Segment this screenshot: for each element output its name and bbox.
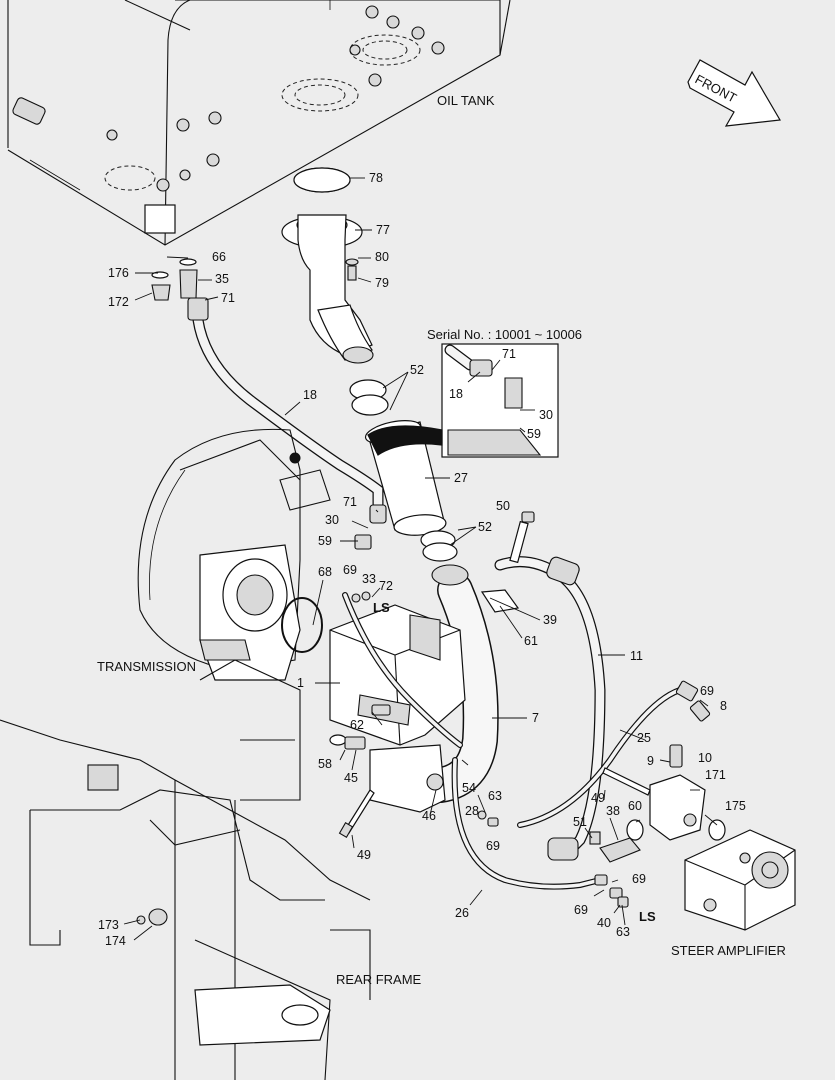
ls-label-upper: LS [373, 600, 390, 615]
fittings-28-63 [477, 810, 499, 827]
hose-11 [494, 556, 606, 861]
callout-54: 54 [462, 781, 476, 795]
callout-30: 30 [325, 513, 339, 527]
bolt-49-right [602, 767, 651, 796]
callout-68: 68 [318, 565, 332, 579]
inset-callout-59: 59 [527, 427, 541, 441]
callout-52a: 52 [410, 363, 424, 377]
oring-68 [281, 597, 323, 653]
callout-71a: 71 [221, 291, 235, 305]
callout-69e: 69 [574, 903, 588, 917]
callout-172: 172 [108, 295, 129, 309]
callout-78: 78 [369, 171, 383, 185]
callout-35: 35 [215, 272, 229, 286]
fitting-8 [689, 700, 711, 722]
bolt-45-washer-58 [329, 734, 366, 750]
callout-69a: 69 [343, 563, 357, 577]
callout-1: 1 [297, 676, 304, 690]
callout-25: 25 [637, 731, 651, 745]
bolt-79-80 [345, 258, 359, 281]
fitting-10 [669, 744, 683, 768]
callout-7: 7 [532, 711, 539, 725]
callout-50: 50 [496, 499, 510, 513]
serial-inset-box: Serial No. : 10001 ~ 10006 [367, 327, 582, 458]
front-arrow-icon: FRONT [687, 59, 781, 127]
bolt-49 [338, 789, 375, 838]
steer-amplifier-label: STEER AMPLIFIER [671, 943, 786, 958]
callout-numbers: 78 77 80 79 66 176 35 172 71 18 52 71 18… [98, 171, 746, 948]
callout-171: 171 [705, 768, 726, 782]
callout-69b: 69 [700, 684, 714, 698]
valve-171 [649, 774, 726, 841]
transmission [137, 428, 331, 681]
transmission-label: TRANSMISSION [97, 659, 196, 674]
callout-8: 8 [720, 699, 727, 713]
callout-175: 175 [725, 799, 746, 813]
callout-18: 18 [303, 388, 317, 402]
tank-fittings [151, 258, 198, 301]
callout-45: 45 [344, 771, 358, 785]
callout-10: 10 [698, 751, 712, 765]
callout-28: 28 [465, 804, 479, 818]
callout-46: 46 [422, 809, 436, 823]
fittings-38-60-51 [589, 819, 644, 863]
callout-60: 60 [628, 799, 642, 813]
callout-38: 38 [606, 804, 620, 818]
ls-label-lower: LS [639, 909, 656, 924]
callout-62: 62 [350, 718, 364, 732]
oil-tank [7, 0, 511, 246]
callout-9: 9 [647, 754, 654, 768]
inset-callout-18: 18 [449, 387, 463, 401]
callout-58: 58 [318, 757, 332, 771]
clip-39 [480, 589, 520, 613]
callout-51: 51 [573, 815, 587, 829]
callout-59: 59 [318, 534, 332, 548]
elbow-fitting-30 [354, 534, 372, 550]
rear-frame [0, 659, 371, 1080]
oil-tank-label: OIL TANK [437, 93, 495, 108]
callout-176: 176 [108, 266, 129, 280]
inset-callout-71: 71 [502, 347, 516, 361]
callout-63a: 63 [488, 789, 502, 803]
steer-amplifier [684, 829, 796, 931]
callout-49b: 49 [357, 848, 371, 862]
callout-49a: 49 [591, 791, 605, 805]
callout-79: 79 [375, 276, 389, 290]
leader-lines [123, 177, 718, 941]
lid-ring-78 [293, 167, 351, 193]
bolt-50 [509, 511, 535, 564]
callout-52b: 52 [478, 520, 492, 534]
callout-71b: 71 [343, 495, 357, 509]
callout-69c: 69 [486, 839, 500, 853]
callout-80: 80 [375, 250, 389, 264]
hose-26 [451, 757, 603, 890]
callout-173: 173 [98, 918, 119, 932]
callout-40: 40 [597, 916, 611, 930]
callout-33: 33 [362, 572, 376, 586]
ls-hose-upper [342, 592, 463, 748]
callout-69d: 69 [632, 872, 646, 886]
rear-frame-label: REAR FRAME [336, 972, 422, 987]
callout-11: 11 [630, 649, 643, 663]
fittings-33-72 [351, 591, 371, 603]
callout-39: 39 [543, 613, 557, 627]
callout-72: 72 [379, 579, 393, 593]
serial-number-label: Serial No. : 10001 ~ 10006 [427, 327, 582, 342]
clip-173-174 [136, 908, 168, 926]
callout-26: 26 [455, 906, 469, 920]
callout-27: 27 [454, 471, 468, 485]
inset-callout-30: 30 [539, 408, 553, 422]
callout-61: 61 [524, 634, 538, 648]
hose-18 [187, 297, 387, 524]
hose-25 [517, 680, 699, 828]
callout-77: 77 [376, 223, 390, 237]
ls-fittings-lower [594, 874, 629, 908]
callout-63b: 63 [616, 925, 630, 939]
fitting-62 [371, 704, 391, 716]
callout-174: 174 [105, 934, 126, 948]
callout-66: 66 [212, 250, 226, 264]
